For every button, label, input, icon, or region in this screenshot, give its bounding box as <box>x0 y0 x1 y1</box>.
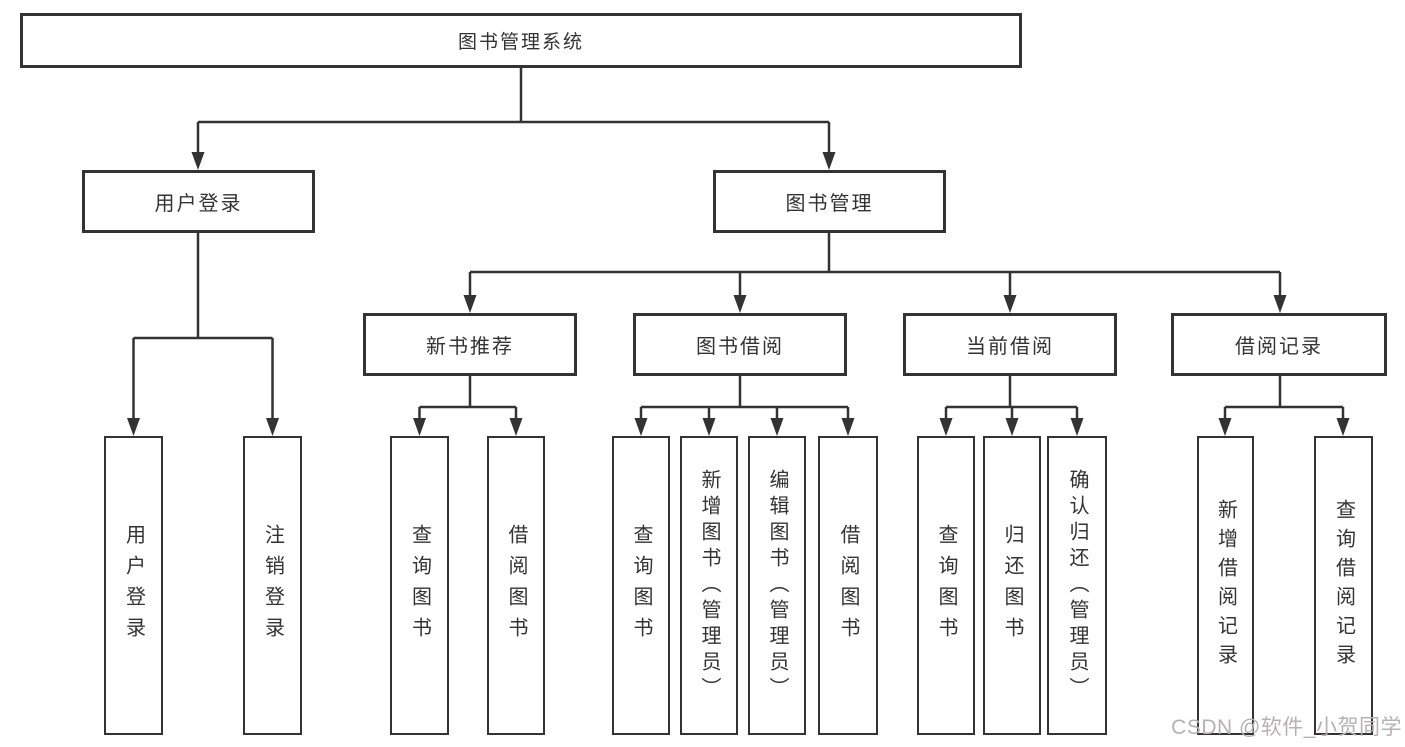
arrow-down-icon <box>509 418 523 436</box>
leaf-logout-label: 注销登录 <box>261 523 284 648</box>
arrow-down-icon <box>702 418 716 436</box>
arrow-down-icon <box>1070 418 1084 436</box>
node-root: 图书管理系统 <box>20 13 1022 68</box>
arrow-down-icon <box>413 418 426 436</box>
arrow-down-icon <box>770 418 784 436</box>
leaf-return-book: 归还图书 <box>983 436 1041 735</box>
leaf-borrow-book: 借阅图书 <box>818 436 878 735</box>
leaf-query-book-current-label: 查询图书 <box>935 523 957 648</box>
node-current-borrow: 当前借阅 <box>903 313 1117 376</box>
connector-user-login-children <box>127 233 279 436</box>
node-new-book-recommend-label: 新书推荐 <box>426 336 514 358</box>
connector-current-borrow-children <box>939 376 1084 436</box>
connector-borrow-record-children <box>1218 376 1350 436</box>
leaf-user-login: 用户登录 <box>104 436 163 735</box>
leaf-query-borrow-record: 查询借阅记录 <box>1314 436 1373 735</box>
arrow-down-icon <box>1003 295 1017 313</box>
leaf-query-borrow-record-label: 查询借阅记录 <box>1332 498 1355 673</box>
leaf-add-borrow-record: 新增借阅记录 <box>1197 436 1254 735</box>
connector-book-management-children <box>463 233 1287 313</box>
leaf-query-book-borrow-label: 查询图书 <box>630 523 652 648</box>
leaf-borrow-book-label: 借阅图书 <box>837 523 859 648</box>
leaf-borrow-book-recommend: 借阅图书 <box>487 436 545 735</box>
leaf-borrow-book-recommend-label: 借阅图书 <box>505 523 527 648</box>
leaf-edit-book-admin-label: 编辑图书（管理员） <box>766 468 788 703</box>
arrow-down-icon <box>266 418 279 436</box>
connector-book-borrow-children <box>634 376 855 436</box>
node-borrow-records: 借阅记录 <box>1171 313 1387 376</box>
leaf-add-book-admin-label: 新增图书（管理员） <box>698 468 720 703</box>
leaf-edit-book-admin: 编辑图书（管理员） <box>748 436 806 735</box>
connector-new-book-children <box>413 376 523 436</box>
arrow-down-icon <box>1005 418 1019 436</box>
arrow-down-icon <box>1273 295 1287 313</box>
node-user-login: 用户登录 <box>82 170 315 233</box>
arrow-down-icon <box>634 418 648 436</box>
node-book-management: 图书管理 <box>713 170 946 233</box>
arrow-down-icon <box>733 295 747 313</box>
node-borrow-records-label: 借阅记录 <box>1235 336 1323 358</box>
leaf-query-book-recommend-label: 查询图书 <box>408 523 431 648</box>
leaf-user-login-label: 用户登录 <box>122 523 145 648</box>
arrow-down-icon <box>822 152 836 170</box>
leaf-return-book-label: 归还图书 <box>1001 523 1023 648</box>
csdn-watermark: CSDN @软件_小贺同学 <box>1171 716 1402 739</box>
leaf-confirm-return-admin: 确认归还（管理员） <box>1047 436 1107 735</box>
arrow-down-icon <box>1336 418 1350 436</box>
leaf-add-borrow-record-label: 新增借阅记录 <box>1214 498 1237 673</box>
arrow-down-icon <box>191 152 205 170</box>
connector-root-to-level2 <box>191 68 836 170</box>
leaf-query-book-recommend: 查询图书 <box>390 436 449 735</box>
arrow-down-icon <box>463 295 477 313</box>
leaf-query-book-current: 查询图书 <box>917 436 975 735</box>
node-book-borrow-label: 图书借阅 <box>696 336 784 358</box>
arrow-down-icon <box>939 418 953 436</box>
node-book-borrow: 图书借阅 <box>633 313 847 376</box>
node-new-book-recommend: 新书推荐 <box>363 313 577 376</box>
arrow-down-icon <box>1218 418 1232 436</box>
arrow-down-icon <box>841 418 855 436</box>
leaf-confirm-return-admin-label: 确认归还（管理员） <box>1066 468 1088 703</box>
node-root-label: 图书管理系统 <box>457 32 584 53</box>
arrow-down-icon <box>127 418 140 436</box>
node-book-management-label: 图书管理 <box>785 193 874 215</box>
leaf-add-book-admin: 新增图书（管理员） <box>680 436 738 735</box>
node-current-borrow-label: 当前借阅 <box>966 336 1054 358</box>
leaf-query-book-borrow: 查询图书 <box>612 436 670 735</box>
node-user-login-label: 用户登录 <box>154 193 243 215</box>
leaf-logout: 注销登录 <box>243 436 302 735</box>
